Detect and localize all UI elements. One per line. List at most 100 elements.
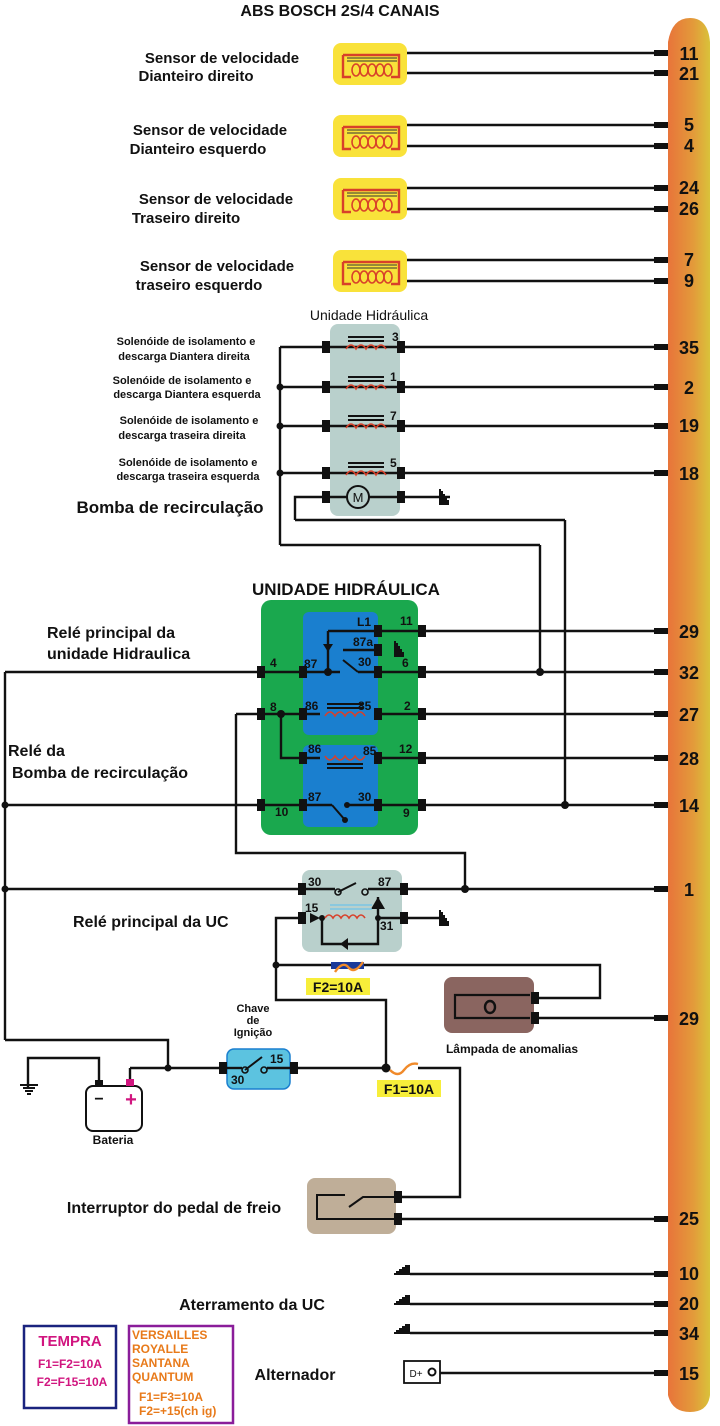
legend-model: VERSAILLES [132, 1328, 207, 1342]
sensor-label: Dianteiro direito [138, 68, 253, 85]
terminal-label: 86 [308, 742, 322, 756]
lamp-icon [483, 999, 497, 1015]
motor-icon [346, 485, 370, 509]
sensor-label: Traseiro direito [132, 210, 240, 227]
sensor-coil-icon [331, 41, 409, 87]
main-relay-label: Relé principal da [47, 625, 175, 642]
terminal-label: 31 [380, 919, 394, 933]
ground-icon [393, 1324, 411, 1334]
terminal-label: 9 [403, 806, 410, 820]
pin-number: 4 [684, 136, 694, 156]
sensor-label: Sensor de velocidade [133, 122, 287, 139]
power-supply: − + Bateria Chave de Ignição 30 15 F1=10… [5, 1003, 462, 1199]
ecu-connector-strip [668, 18, 710, 1412]
brake-pedal-switch: 25 Interruptor do pedal de freio [67, 1178, 699, 1234]
sensor-front-left: Sensor de velocidade Dianteiro esquerdo … [130, 113, 694, 159]
solenoid-number: 1 [390, 370, 397, 384]
legend-tempra-title: TEMPRA [38, 1333, 102, 1350]
terminal-label: 30 [358, 790, 372, 804]
legend-fuse-line: F2=+15(ch ig) [139, 1404, 216, 1418]
fuse-f2-and-lamp: F2=10A 29 Lâmpada de anomalias [272, 961, 699, 1068]
pin-number: 11 [679, 44, 698, 64]
battery-icon [85, 1085, 143, 1132]
main-relay-label: unidade Hidraulica [47, 646, 190, 663]
pin-number: 27 [679, 705, 699, 725]
terminal-label: 12 [399, 742, 413, 756]
alternator-symbol: D+ [409, 1369, 422, 1380]
solenoid-label: descarga traseira direita [118, 430, 246, 442]
terminal-label: 8 [270, 700, 277, 714]
terminal-label: 6 [402, 656, 409, 670]
terminal-label: 87 [378, 875, 392, 889]
fuse-f1-icon [389, 1062, 419, 1076]
pin-number: 35 [679, 338, 699, 358]
terminal-label: 10 [275, 805, 289, 819]
sensor-coil-icon [331, 176, 409, 222]
solenoid-number: 5 [390, 456, 397, 470]
solenoid-number: 7 [390, 409, 397, 423]
uc-relay: 30 87 15 31 1 Relé principal da UC [1, 672, 694, 1040]
alternator: D+ 15 Alternador [255, 1360, 699, 1384]
sensor-coil-icon [331, 113, 409, 159]
terminal-label: 4 [270, 656, 277, 670]
terminal-label: 15 [305, 901, 319, 915]
battery-plus: + [125, 1089, 137, 1111]
pin-number: 20 [679, 1294, 699, 1314]
terminal-label: 30 [308, 875, 322, 889]
hydraulic-relay-unit: UNIDADE HIDRÁULICA L1 [5, 580, 699, 835]
solenoid-label: Solenóide de isolamento e [120, 415, 259, 427]
battery-minus: − [94, 1091, 103, 1108]
ignition-label: Ignição [234, 1027, 273, 1039]
diagram-title: ABS BOSCH 2S/4 CANAIS [240, 3, 439, 20]
pin-number: 15 [679, 1364, 699, 1384]
pump-relay-label: Relé da [8, 743, 65, 760]
terminal-label: L1 [357, 615, 371, 629]
pin-number: 9 [684, 271, 694, 291]
solenoid-number: 3 [392, 330, 399, 344]
pump-relay-label: Bomba de recirculação [12, 765, 188, 782]
ignition-label: de [247, 1015, 260, 1027]
solenoid-label: Solenóide de isolamento e [119, 457, 258, 469]
pin-number: 29 [679, 622, 699, 642]
pin-number: 5 [684, 115, 694, 135]
terminal-label: 87 [304, 657, 318, 671]
sensor-label: traseiro esquerdo [136, 277, 263, 294]
ground-icon [439, 488, 449, 506]
terminal-label: 85 [363, 744, 377, 758]
alternator-label: Alternador [255, 1367, 336, 1384]
battery-label: Bateria [93, 1133, 134, 1147]
solenoid-label: Solenóide de isolamento e [113, 375, 252, 387]
solenoid-label: descarga traseira esquerda [116, 471, 260, 483]
sensor-coil-icon [331, 248, 409, 294]
pin-number: 24 [679, 178, 699, 198]
ground-icon [393, 1265, 411, 1275]
pin-number: 34 [679, 1324, 699, 1344]
pin-number: 18 [679, 464, 699, 484]
solenoid-label: descarga Diantera direita [118, 351, 250, 363]
pin-number: 25 [679, 1209, 699, 1229]
terminal-label: 30 [231, 1073, 245, 1087]
legend-tempra-line: F1=F2=10A [38, 1357, 102, 1371]
pin-number: 26 [679, 199, 699, 219]
relay-unit-title: UNIDADE HIDRÁULICA [252, 580, 440, 599]
hydraulic-unit-title: Unidade Hidráulica [310, 307, 429, 323]
pump-label: Bomba de recirculação [76, 498, 263, 517]
pin-number: 32 [679, 663, 699, 683]
pin-number: 1 [684, 880, 694, 900]
legend-versailles: VERSAILLES ROYALLE SANTANA QUANTUM F1=F3… [127, 1324, 235, 1425]
legend-tempra: TEMPRA F1=F2=10A F2=F15=10A [22, 1324, 118, 1410]
brake-switch-label: Interruptor do pedal de freio [67, 1200, 281, 1217]
legend-model: SANTANA [132, 1356, 190, 1370]
terminal-label: 30 [358, 655, 372, 669]
sensor-label: Sensor de velocidade [145, 50, 299, 67]
legend-tempra-line: F2=F15=10A [37, 1375, 108, 1389]
lamp-label: Lâmpada de anomalias [446, 1042, 578, 1056]
solenoid-label: Solenóide de isolamento e [117, 336, 256, 348]
terminal-label: 85 [358, 699, 372, 713]
ground-icon [20, 1084, 38, 1095]
pin-number: 21 [679, 64, 699, 84]
fuse-f1-label: F1=10A [384, 1081, 434, 1097]
terminal-label: 2 [404, 699, 411, 713]
ground-label: Aterramento da UC [179, 1297, 325, 1314]
